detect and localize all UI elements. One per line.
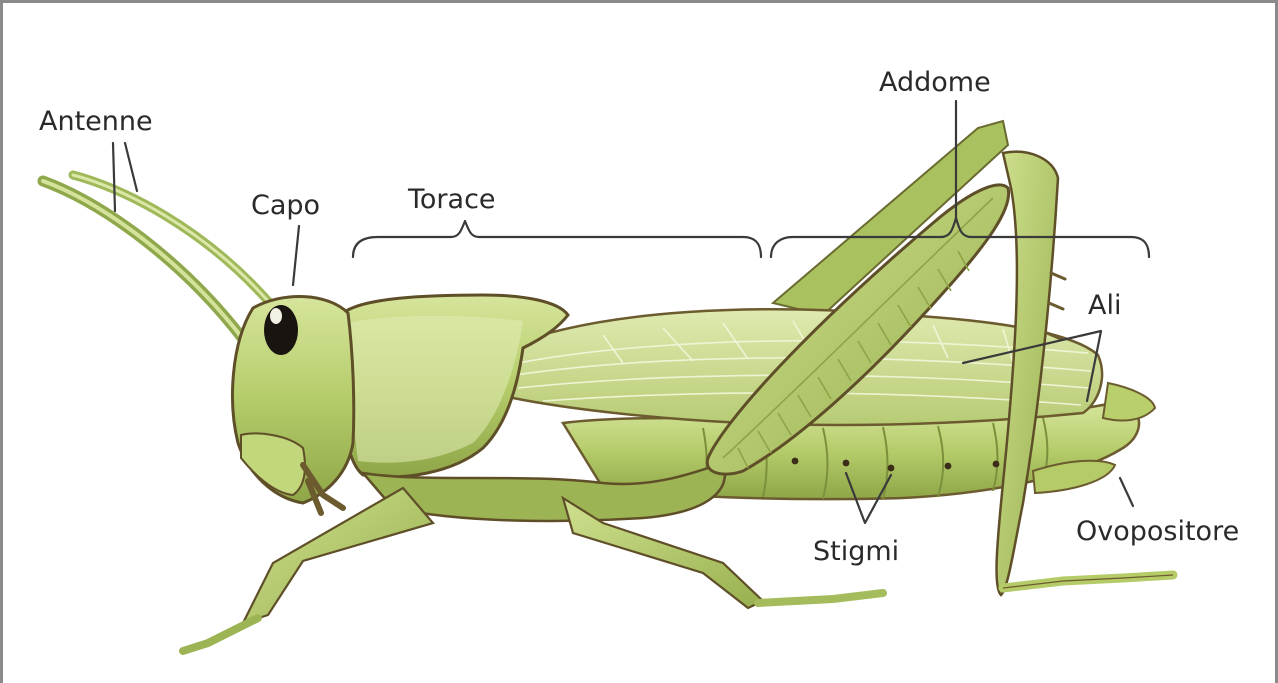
label-addome: Addome (879, 67, 991, 98)
capo-leader (293, 226, 299, 285)
ovopositore-leader (1120, 478, 1133, 506)
antenna-back (73, 175, 268, 301)
label-ovopositore: Ovopositore (1076, 516, 1239, 547)
label-capo: Capo (251, 190, 320, 221)
label-antenne: Antenne (39, 106, 153, 137)
label-torace: Torace (407, 184, 496, 215)
grasshopper-illustration (43, 121, 1173, 651)
label-stigmi: Stigmi (813, 536, 899, 567)
label-ali: Ali (1088, 290, 1121, 321)
torace-bracket (353, 221, 761, 257)
diagram-canvas: Antenne Capo Torace Addome Ali Stigmi Ov… (3, 3, 1275, 683)
